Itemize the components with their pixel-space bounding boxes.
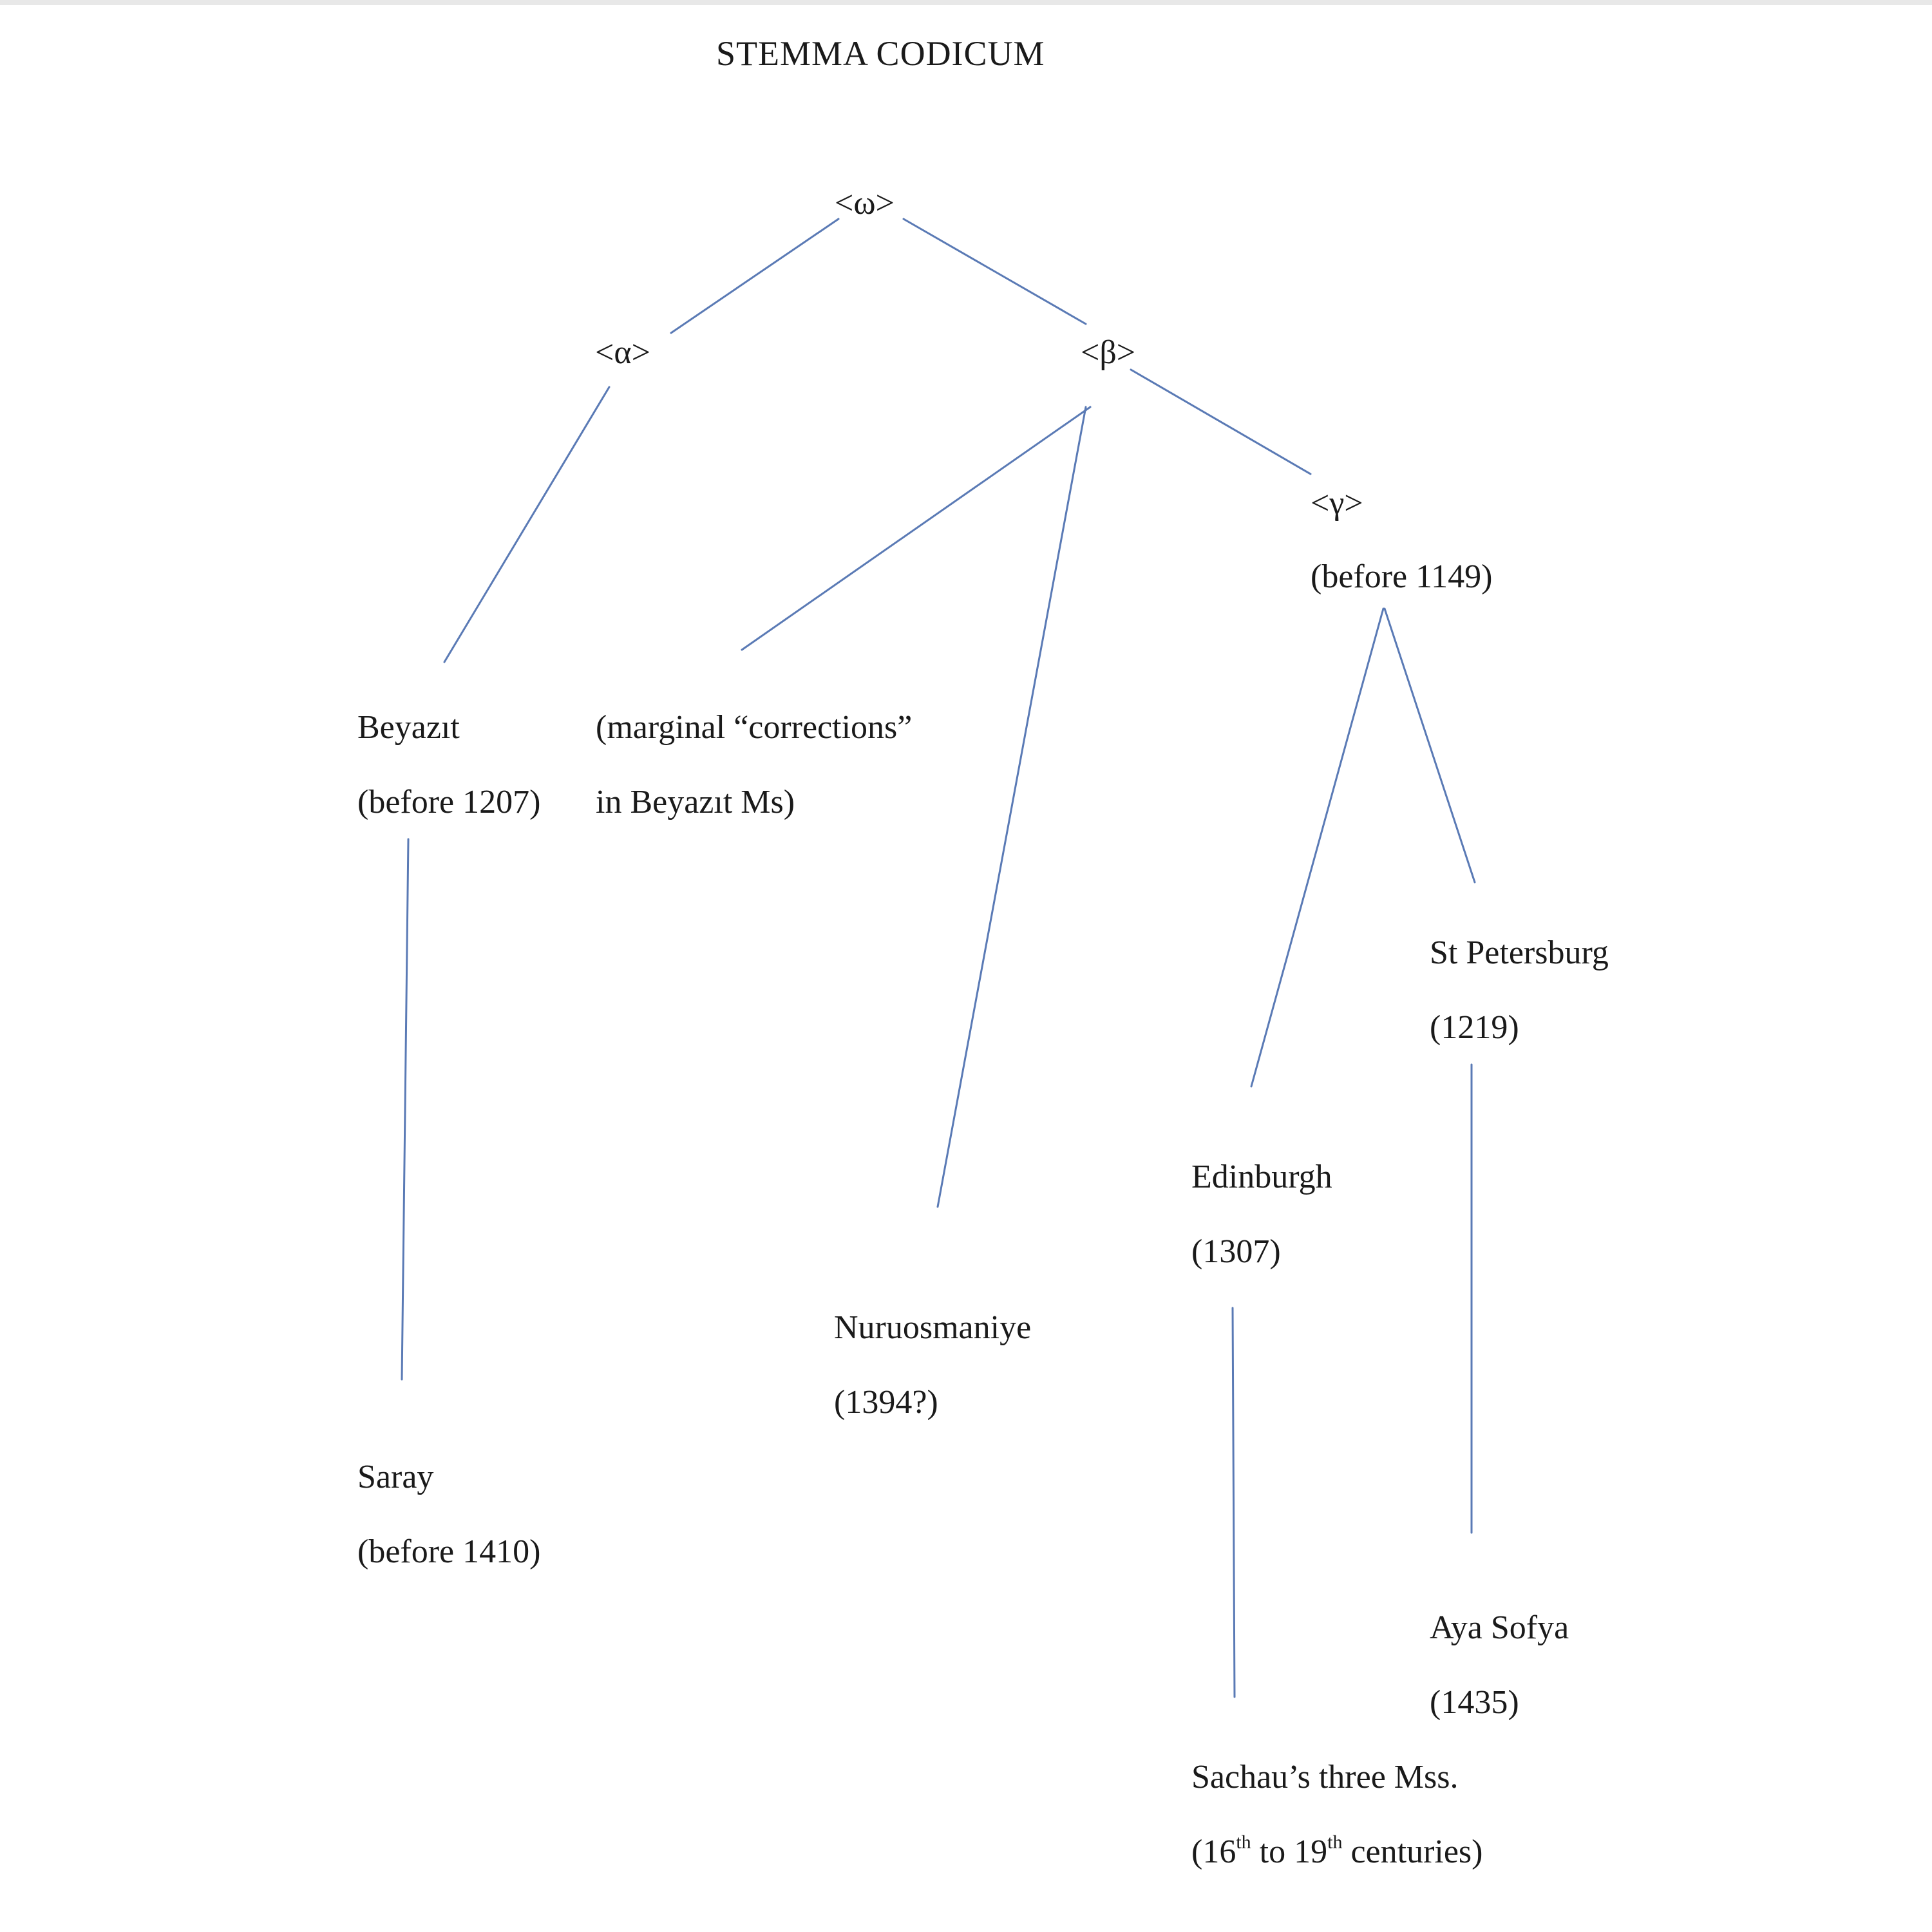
node-edinburgh: Edinburgh bbox=[1191, 1159, 1332, 1195]
edge-gamma-stpetersburg bbox=[1383, 607, 1476, 884]
node-st-petersburg: St Petersburg bbox=[1430, 934, 1609, 971]
edge-omega-alpha bbox=[670, 218, 840, 334]
node-sachau-date: (16th to 19th centuries) bbox=[1191, 1832, 1483, 1870]
node-alpha: <α> bbox=[595, 334, 650, 371]
node-aya-sofya: Aya Sofya bbox=[1430, 1609, 1569, 1646]
edge-beta-nuruosmaniye bbox=[936, 406, 1087, 1208]
top-border bbox=[0, 0, 1932, 5]
sachau-date-close: centuries) bbox=[1342, 1833, 1483, 1870]
edge-beyazit-saray bbox=[401, 838, 410, 1381]
node-aya-sofya-date: (1435) bbox=[1430, 1684, 1519, 1721]
node-omega: <ω> bbox=[835, 185, 895, 222]
node-gamma-date: (before 1149) bbox=[1311, 558, 1493, 595]
node-nuruosmaniye-date: (1394?) bbox=[834, 1384, 938, 1421]
node-nuruosmaniye: Nuruosmaniye bbox=[834, 1309, 1032, 1346]
edge-gamma-edinburgh bbox=[1250, 607, 1385, 1088]
edge-edinburgh-sachau bbox=[1231, 1307, 1236, 1698]
edge-beta-marginal bbox=[741, 406, 1092, 651]
node-saray-date: (before 1410) bbox=[357, 1533, 541, 1570]
sachau-date-sup1: th bbox=[1236, 1832, 1251, 1853]
node-saray: Saray bbox=[357, 1459, 434, 1495]
node-beyazit-date: (before 1207) bbox=[357, 784, 541, 820]
sachau-date-sup2: th bbox=[1327, 1832, 1343, 1853]
edge-omega-beta bbox=[902, 218, 1087, 325]
node-marginal-corrections-line2: in Beyazıt Ms) bbox=[596, 784, 795, 820]
sachau-date-mid: to 19 bbox=[1251, 1833, 1328, 1870]
node-st-petersburg-date: (1219) bbox=[1430, 1009, 1519, 1046]
edge-beta-gamma bbox=[1130, 368, 1312, 475]
node-edinburgh-date: (1307) bbox=[1191, 1233, 1281, 1270]
node-marginal-corrections: (marginal “corrections” bbox=[596, 709, 913, 746]
node-beta: <β> bbox=[1081, 334, 1136, 371]
node-gamma: <γ> bbox=[1311, 485, 1363, 522]
node-beyazit: Beyazıt bbox=[357, 709, 460, 746]
edge-alpha-beyazit bbox=[443, 386, 611, 663]
sachau-date-open: (16 bbox=[1191, 1833, 1236, 1870]
page-title: STEMMA CODICUM bbox=[716, 34, 1045, 73]
node-sachau: Sachau’s three Mss. bbox=[1191, 1759, 1459, 1795]
